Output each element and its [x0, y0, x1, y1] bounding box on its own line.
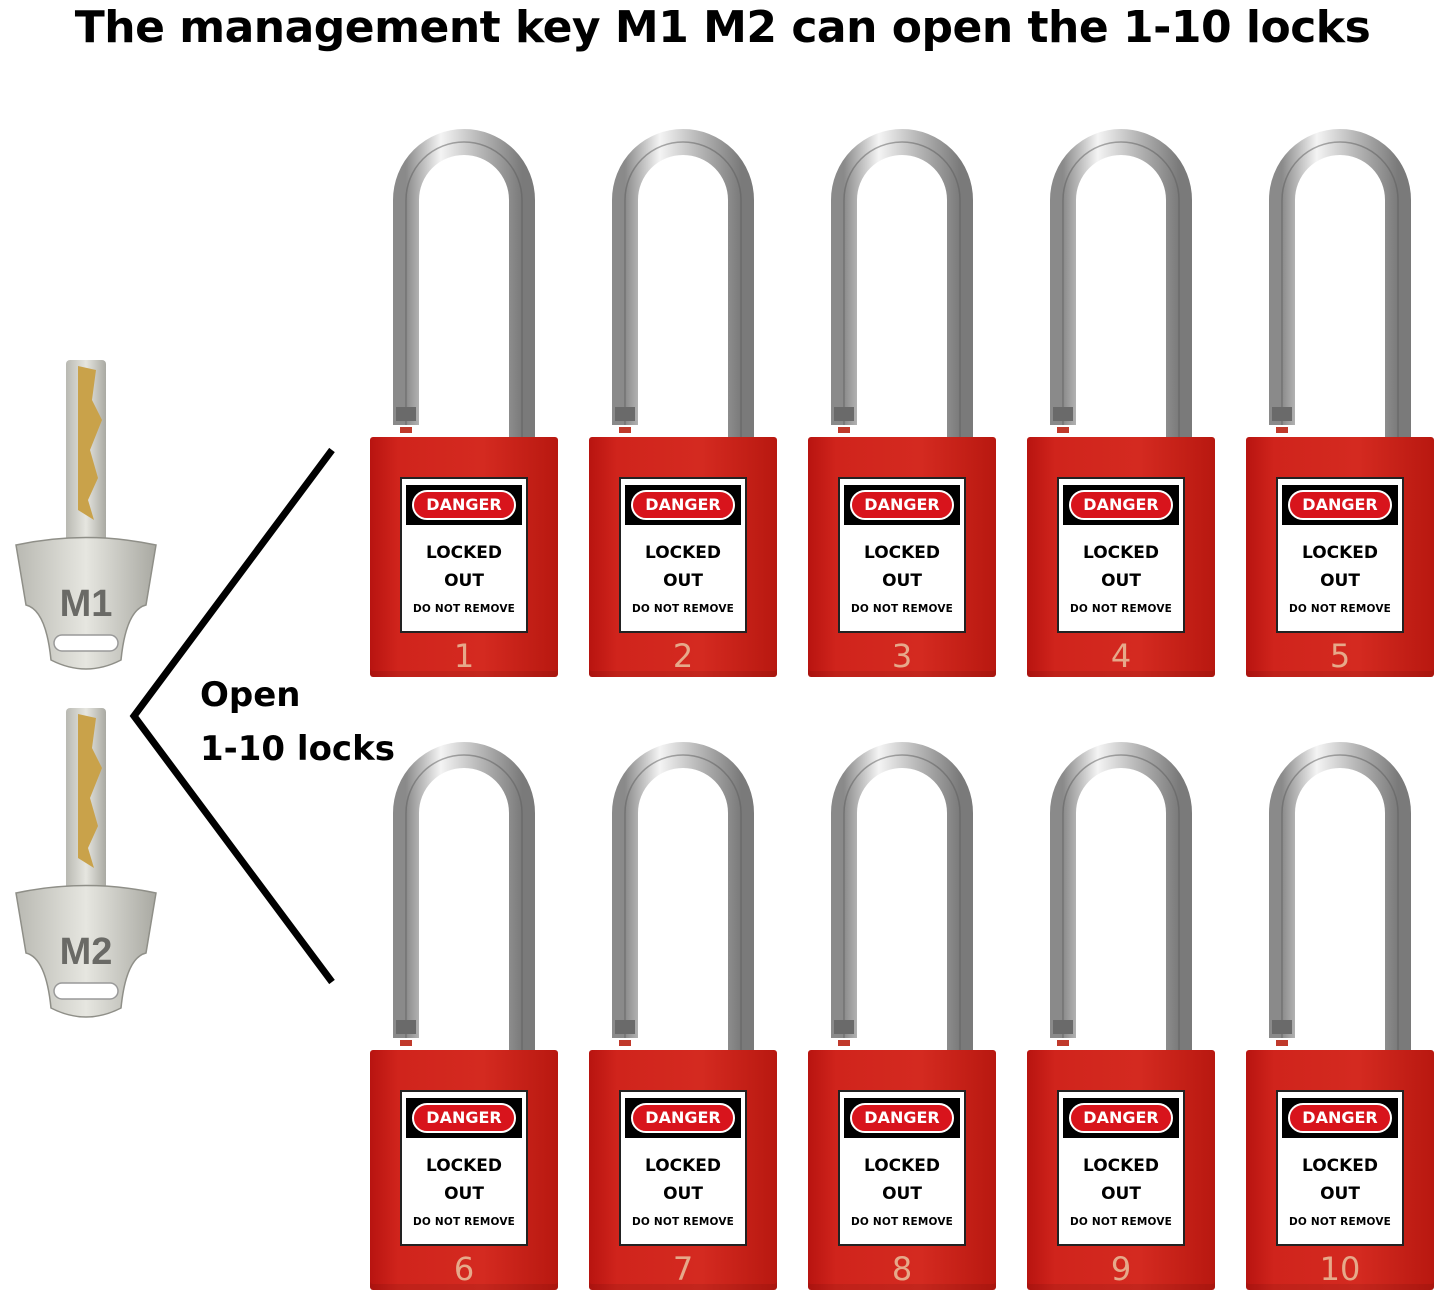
danger-label: DANGER LOCKED OUT DO NOT REMOVE	[1057, 1090, 1185, 1246]
lock-body: DANGER LOCKED OUT DO NOT REMOVE 7	[589, 1050, 777, 1290]
do-not-remove-text: DO NOT REMOVE	[1288, 603, 1392, 615]
out-text: OUT	[1101, 571, 1141, 591]
danger-text: DANGER	[850, 490, 954, 520]
lock-body: DANGER LOCKED OUT DO NOT REMOVE 2	[589, 437, 777, 677]
caption: Open 1-10 locks	[200, 668, 395, 776]
out-text: OUT	[444, 1184, 484, 1204]
shackle-icon	[1050, 129, 1192, 445]
lock-body: DANGER LOCKED OUT DO NOT REMOVE 3	[808, 437, 996, 677]
danger-text: DANGER	[412, 490, 516, 520]
do-not-remove-text: DO NOT REMOVE	[631, 603, 735, 615]
danger-text: DANGER	[412, 1103, 516, 1133]
locked-text: LOCKED	[644, 543, 722, 563]
locked-text: LOCKED	[1301, 543, 1379, 563]
padlock: DANGER LOCKED OUT DO NOT REMOVE 7	[583, 728, 783, 1303]
lock-number: 4	[1110, 637, 1132, 675]
lock-body: DANGER LOCKED OUT DO NOT REMOVE 9	[1027, 1050, 1215, 1290]
padlock: DANGER LOCKED OUT DO NOT REMOVE 6	[364, 728, 564, 1303]
do-not-remove-text: DO NOT REMOVE	[1069, 1216, 1173, 1228]
locked-text: LOCKED	[1082, 1156, 1160, 1176]
locked-text: LOCKED	[425, 543, 503, 563]
locked-text: LOCKED	[863, 543, 941, 563]
padlock: DANGER LOCKED OUT DO NOT REMOVE 2	[583, 115, 783, 690]
caption-line-1: Open	[200, 675, 301, 715]
out-text: OUT	[882, 571, 922, 591]
padlock: DANGER LOCKED OUT DO NOT REMOVE 1	[364, 115, 564, 690]
lock-body: DANGER LOCKED OUT DO NOT REMOVE 10	[1246, 1050, 1434, 1290]
padlock: DANGER LOCKED OUT DO NOT REMOVE 5	[1240, 115, 1440, 690]
lock-body: DANGER LOCKED OUT DO NOT REMOVE 5	[1246, 437, 1434, 677]
shackle-icon	[1050, 742, 1192, 1058]
padlock: DANGER LOCKED OUT DO NOT REMOVE 9	[1021, 728, 1221, 1303]
lock-number: 6	[453, 1250, 475, 1288]
out-text: OUT	[1320, 571, 1360, 591]
lock-body: DANGER LOCKED OUT DO NOT REMOVE 4	[1027, 437, 1215, 677]
do-not-remove-text: DO NOT REMOVE	[1069, 603, 1173, 615]
lock-body: DANGER LOCKED OUT DO NOT REMOVE 1	[370, 437, 558, 677]
lock-number: 8	[891, 1250, 913, 1288]
danger-text: DANGER	[1069, 1103, 1173, 1133]
key-m2-label: M2	[60, 931, 113, 973]
padlock: DANGER LOCKED OUT DO NOT REMOVE 10	[1240, 728, 1440, 1303]
headline: The management key M1 M2 can open the 1-…	[74, 2, 1371, 53]
lock-number: 3	[891, 637, 913, 675]
shackle-icon	[393, 129, 535, 445]
lock-body: DANGER LOCKED OUT DO NOT REMOVE 6	[370, 1050, 558, 1290]
shackle-icon	[612, 129, 754, 445]
danger-label: DANGER LOCKED OUT DO NOT REMOVE	[838, 1090, 966, 1246]
locked-text: LOCKED	[1301, 1156, 1379, 1176]
danger-text: DANGER	[1288, 490, 1392, 520]
lock-number: 9	[1110, 1250, 1132, 1288]
locked-text: LOCKED	[425, 1156, 503, 1176]
danger-text: DANGER	[631, 1103, 735, 1133]
shackle-icon	[831, 129, 973, 445]
danger-label: DANGER LOCKED OUT DO NOT REMOVE	[619, 1090, 747, 1246]
lock-body: DANGER LOCKED OUT DO NOT REMOVE 8	[808, 1050, 996, 1290]
danger-text: DANGER	[850, 1103, 954, 1133]
out-text: OUT	[663, 1184, 703, 1204]
do-not-remove-text: DO NOT REMOVE	[850, 603, 954, 615]
do-not-remove-text: DO NOT REMOVE	[631, 1216, 735, 1228]
do-not-remove-text: DO NOT REMOVE	[412, 1216, 516, 1228]
padlock: DANGER LOCKED OUT DO NOT REMOVE 4	[1021, 115, 1221, 690]
do-not-remove-text: DO NOT REMOVE	[412, 603, 516, 615]
lock-number: 7	[672, 1250, 694, 1288]
out-text: OUT	[882, 1184, 922, 1204]
out-text: OUT	[663, 571, 703, 591]
locked-text: LOCKED	[644, 1156, 722, 1176]
bracket-divider	[129, 447, 335, 985]
danger-label: DANGER LOCKED OUT DO NOT REMOVE	[1276, 477, 1404, 633]
caption-line-2: 1-10 locks	[200, 729, 395, 769]
key-m2-icon: M2	[15, 708, 157, 1018]
locked-text: LOCKED	[863, 1156, 941, 1176]
danger-label: DANGER LOCKED OUT DO NOT REMOVE	[1276, 1090, 1404, 1246]
shackle-icon	[1269, 129, 1411, 445]
do-not-remove-text: DO NOT REMOVE	[1288, 1216, 1392, 1228]
danger-label: DANGER LOCKED OUT DO NOT REMOVE	[838, 477, 966, 633]
shackle-icon	[831, 742, 973, 1058]
danger-label: DANGER LOCKED OUT DO NOT REMOVE	[400, 477, 528, 633]
out-text: OUT	[1101, 1184, 1141, 1204]
lock-number: 10	[1319, 1250, 1361, 1288]
danger-label: DANGER LOCKED OUT DO NOT REMOVE	[400, 1090, 528, 1246]
danger-text: DANGER	[631, 490, 735, 520]
danger-text: DANGER	[1069, 490, 1173, 520]
lock-number: 5	[1329, 637, 1351, 675]
shackle-icon	[393, 742, 535, 1058]
padlock: DANGER LOCKED OUT DO NOT REMOVE 3	[802, 115, 1002, 690]
key-m1-icon: M1	[15, 360, 157, 670]
shackle-icon	[1269, 742, 1411, 1058]
padlock: DANGER LOCKED OUT DO NOT REMOVE 8	[802, 728, 1002, 1303]
danger-label: DANGER LOCKED OUT DO NOT REMOVE	[619, 477, 747, 633]
shackle-icon	[612, 742, 754, 1058]
locked-text: LOCKED	[1082, 543, 1160, 563]
danger-label: DANGER LOCKED OUT DO NOT REMOVE	[1057, 477, 1185, 633]
lock-number: 1	[453, 637, 475, 675]
out-text: OUT	[1320, 1184, 1360, 1204]
out-text: OUT	[444, 571, 484, 591]
do-not-remove-text: DO NOT REMOVE	[850, 1216, 954, 1228]
danger-text: DANGER	[1288, 1103, 1392, 1133]
lock-number: 2	[672, 637, 694, 675]
key-m1-label: M1	[60, 583, 113, 625]
